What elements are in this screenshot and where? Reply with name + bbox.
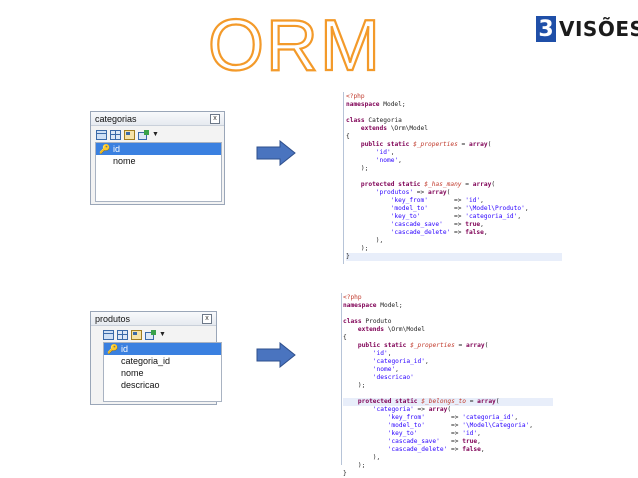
code-line: ); bbox=[343, 462, 366, 469]
column-name: nome bbox=[121, 368, 144, 378]
table-categorias[interactable]: categorias x ▼ 🔑 id nome bbox=[90, 111, 225, 205]
table-props-icon[interactable] bbox=[131, 329, 142, 340]
code-line: ), bbox=[343, 454, 381, 461]
code-line: 'cascade_delete' => false, bbox=[387, 446, 485, 453]
code-gutter bbox=[341, 293, 342, 465]
code-line: } bbox=[343, 470, 347, 477]
code-line: namespace Model; bbox=[343, 302, 403, 309]
chevron-down-icon[interactable]: ▼ bbox=[159, 331, 166, 338]
column-name: categoria_id bbox=[121, 356, 171, 366]
code-line: 'categoria_id', bbox=[372, 358, 429, 365]
column-name: nome bbox=[113, 156, 136, 166]
table-header: categorias x bbox=[91, 112, 224, 126]
code-line: ); bbox=[346, 165, 369, 172]
table-row[interactable]: categoria_id bbox=[104, 355, 221, 367]
code-gutter bbox=[343, 92, 344, 264]
code-line: 'model_to' => '\Model\Produto', bbox=[390, 205, 529, 212]
code-line: protected static $_belongs_to = array( bbox=[343, 398, 553, 406]
table-row[interactable]: 🔑 id bbox=[104, 343, 221, 355]
code-line: 'key_from' => 'id', bbox=[390, 197, 484, 204]
code-line: <?php bbox=[343, 294, 362, 301]
code-line: 'model_to' => '\Model\Categoria', bbox=[387, 422, 534, 429]
code-line: public static $_properties = array( bbox=[360, 141, 492, 148]
table-name: produtos bbox=[95, 313, 131, 324]
key-icon: 🔑 bbox=[99, 143, 111, 154]
table-view-icon[interactable] bbox=[96, 129, 107, 140]
code-line: ); bbox=[346, 245, 369, 252]
table-row[interactable]: descricao bbox=[104, 379, 221, 391]
table-add-icon[interactable] bbox=[145, 329, 156, 340]
code-line: 'key_to' => 'categoria_id', bbox=[390, 213, 522, 220]
table-props-icon[interactable] bbox=[124, 129, 135, 140]
code-line: class Categoria bbox=[346, 117, 402, 124]
table-toolbar: ▼ bbox=[91, 326, 216, 343]
table-add-icon[interactable] bbox=[138, 129, 149, 140]
code-line: 'cascade_save' => true, bbox=[390, 221, 484, 228]
arrow-right-icon bbox=[256, 140, 296, 166]
close-icon[interactable]: x bbox=[210, 113, 220, 124]
code-line: 'cascade_delete' => false, bbox=[390, 229, 488, 236]
table-row[interactable]: nome bbox=[104, 367, 221, 379]
code-line: 'id', bbox=[375, 149, 395, 156]
logo-number: 3 bbox=[536, 16, 556, 42]
table-name: categorias bbox=[95, 113, 137, 124]
table-body: 🔑 id categoria_id nome descricao bbox=[103, 342, 222, 402]
code-line: public static $_properties = array( bbox=[357, 342, 489, 349]
column-name: id bbox=[113, 144, 121, 154]
code-line: ), bbox=[346, 237, 384, 244]
code-line bbox=[343, 390, 553, 398]
code-line: 'categoria' => array( bbox=[372, 406, 452, 413]
code-line: 'key_from' => 'categoria_id', bbox=[387, 414, 519, 421]
code-line: 'key_to' => 'id', bbox=[387, 430, 481, 437]
orm-title-text: ORM bbox=[208, 6, 382, 80]
code-line bbox=[343, 310, 553, 318]
code-line: ); bbox=[343, 382, 366, 389]
code-line: extends \Orm\Model bbox=[357, 326, 425, 333]
arrow-right-icon bbox=[256, 342, 296, 368]
logo: 3 VISÕES bbox=[536, 14, 638, 44]
table-produtos[interactable]: produtos x ▼ 🔑 id categoria_id nome desc… bbox=[90, 311, 222, 405]
code-line bbox=[346, 109, 562, 117]
column-name: id bbox=[121, 344, 129, 354]
code-line: 'nome', bbox=[372, 366, 399, 373]
orm-title: ORM bbox=[207, 6, 382, 80]
table-body: 🔑 id nome bbox=[95, 142, 222, 202]
table-row[interactable]: 🔑 id bbox=[96, 143, 221, 155]
code-line: <?php bbox=[346, 93, 365, 100]
code-line: 'produtos' => array( bbox=[375, 189, 451, 196]
code-line: protected static $_has_many = array( bbox=[360, 181, 496, 188]
logo-text: VISÕES bbox=[559, 17, 638, 41]
chevron-down-icon[interactable]: ▼ bbox=[152, 131, 159, 138]
code-line: } bbox=[346, 253, 562, 261]
table-header: produtos x bbox=[91, 312, 216, 326]
code-line: 'cascade_save' => true, bbox=[387, 438, 481, 445]
code-line: 'id', bbox=[372, 350, 392, 357]
table-toolbar: ▼ bbox=[91, 126, 224, 143]
code-line bbox=[346, 173, 562, 181]
table-grid-icon[interactable] bbox=[110, 129, 121, 140]
column-name: descricao bbox=[121, 380, 160, 390]
table-grid-icon[interactable] bbox=[117, 329, 128, 340]
key-icon: 🔑 bbox=[107, 343, 119, 354]
code-line: class Produto bbox=[343, 318, 392, 325]
code-line: { bbox=[346, 133, 350, 140]
code-line: namespace Model; bbox=[346, 101, 406, 108]
code-line: { bbox=[343, 334, 347, 341]
code-line: 'descricao' bbox=[372, 374, 414, 381]
close-icon[interactable]: x bbox=[202, 313, 212, 324]
code-line: extends \Orm\Model bbox=[360, 125, 428, 132]
table-row[interactable]: nome bbox=[96, 155, 221, 167]
code-line: 'nome', bbox=[375, 157, 402, 164]
table-view-icon[interactable] bbox=[103, 329, 114, 340]
